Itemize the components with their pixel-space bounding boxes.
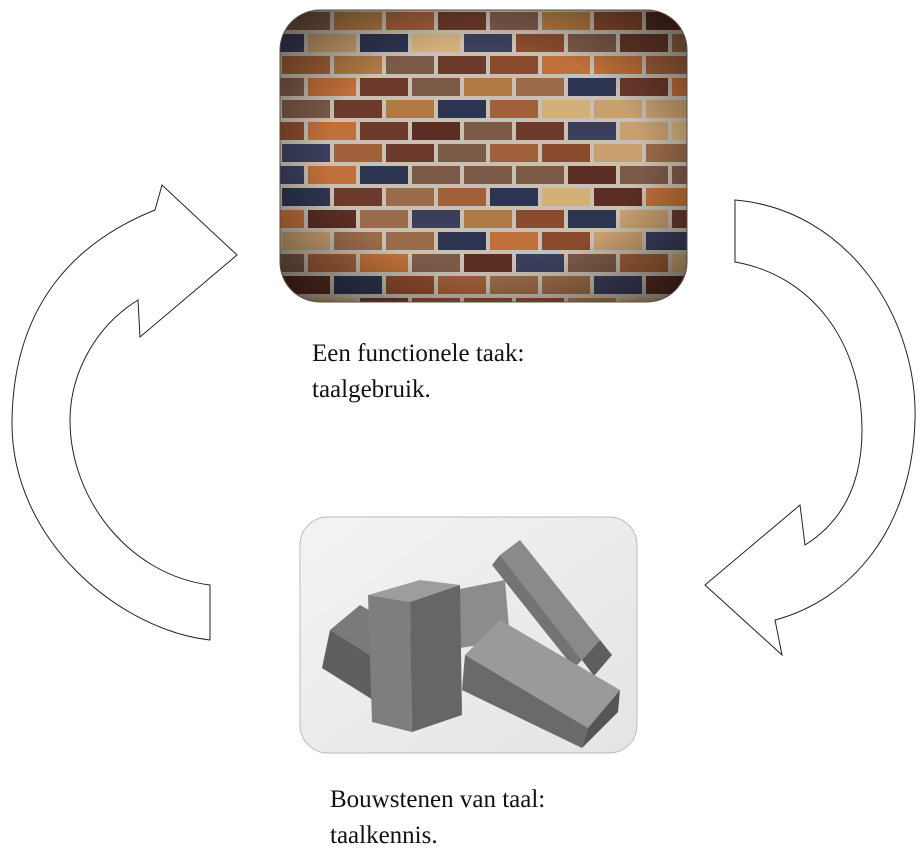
caption-building-blocks: Bouwstenen van taal: taalkennis. — [330, 782, 545, 854]
cycle-arrow-right-down — [704, 199, 916, 657]
caption-functional-task: Een functionele taak: taalgebruik. — [312, 336, 524, 408]
loose-bricks-image — [299, 516, 638, 754]
cycle-arrow-left-up — [11, 184, 238, 641]
wall-brick — [672, 298, 687, 302]
wall-brick — [280, 298, 304, 302]
caption-bottom-line1: Bouwstenen van taal: — [330, 786, 546, 813]
caption-top-line2: taalgebruik. — [312, 376, 431, 403]
caption-bottom-line2: taalkennis. — [330, 822, 438, 849]
caption-top-line1: Een functionele taak: — [312, 340, 525, 367]
brick-wall-image — [279, 9, 688, 303]
